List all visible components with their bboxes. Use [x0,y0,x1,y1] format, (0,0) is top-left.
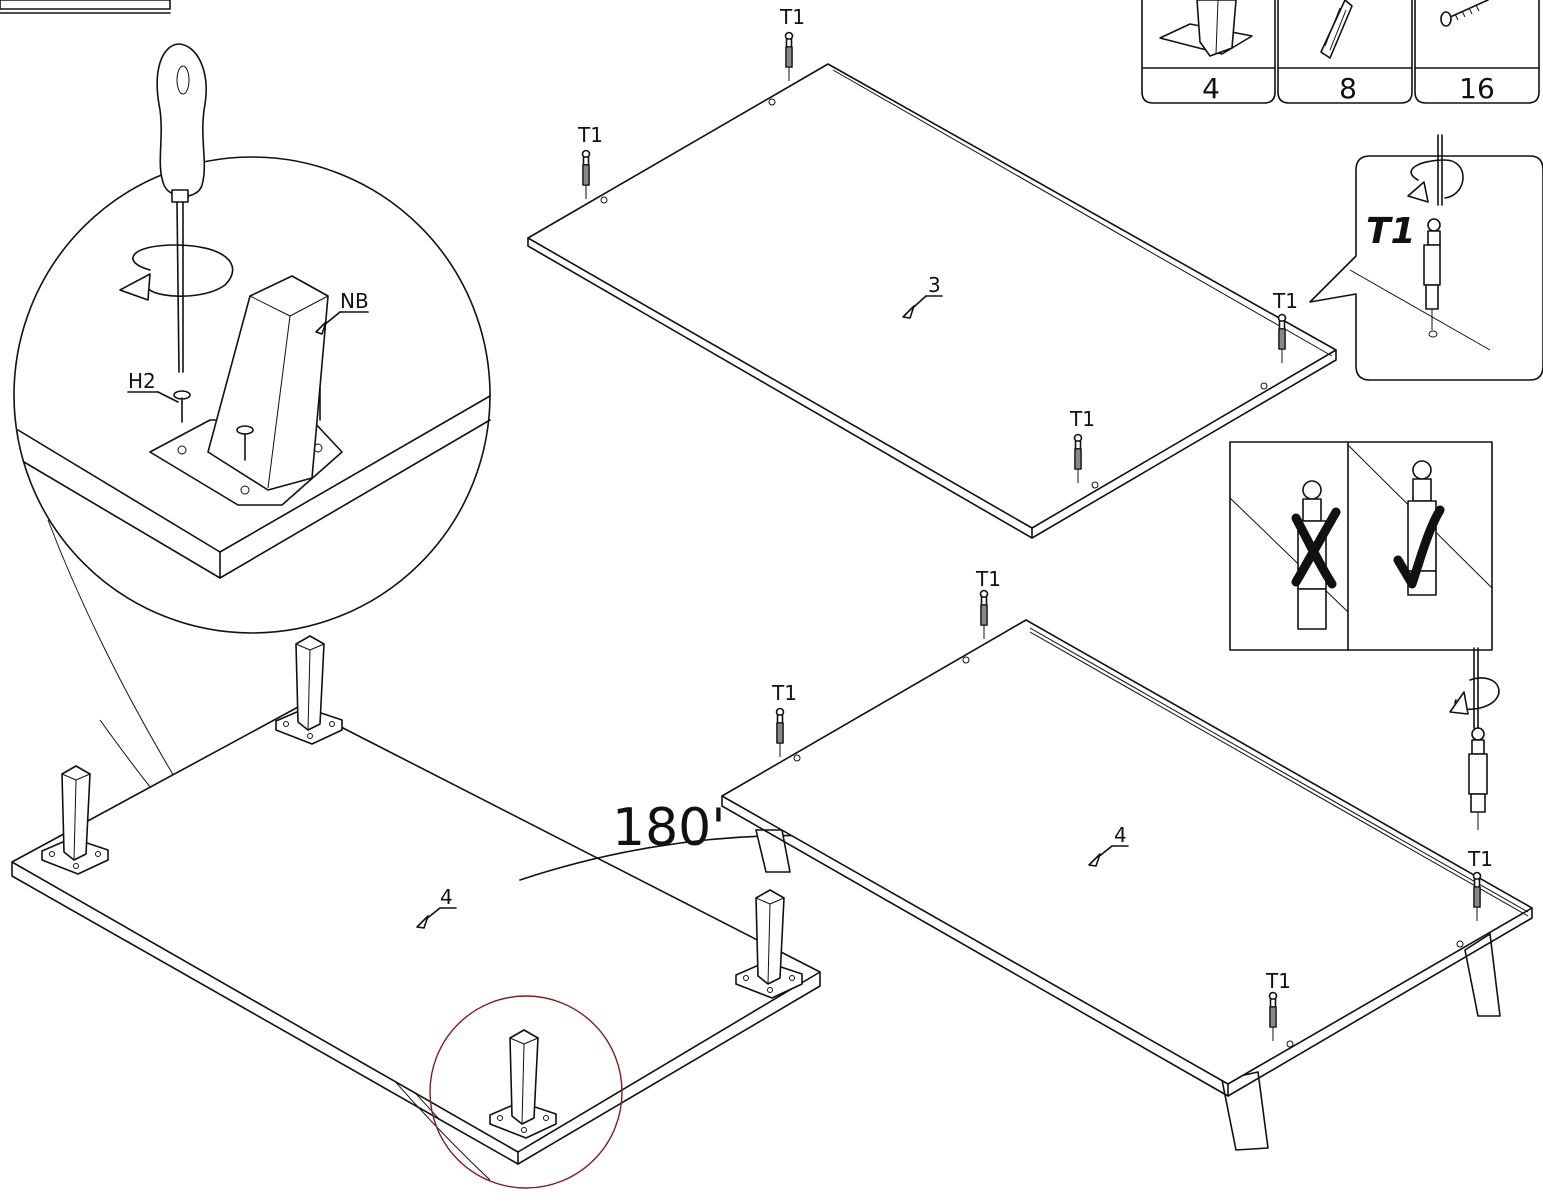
label-panel-4-right: 4 [1088,823,1129,867]
leg-icon [1159,0,1253,57]
parts-legend: 4 8 16 [1141,0,1540,105]
callout-nb: NB [315,289,369,335]
parts-legend-cell-3: 16 [1414,0,1540,105]
cross-icon [1291,507,1341,589]
callout-h2: H2 [127,369,179,403]
screw-icon [236,425,254,461]
detail-highlight-circle [429,995,623,1189]
parts-legend-qty-1: 4 [1202,72,1220,105]
panel-4-legs-up: 4 [11,635,821,1165]
t1-label: T1 [1069,407,1095,431]
dowel-comparison-box [1229,441,1493,651]
panel-4-number: 4 [1114,823,1127,847]
panel-3: 3 T1 T1 T1 T1 [527,5,1337,539]
parts-legend-cell-2: 8 [1277,0,1413,105]
rotation-label: 180' [612,798,726,858]
detail-panel [17,395,491,579]
rotation-arrow: 180' [519,798,1059,889]
t1-label: T1 [779,5,805,29]
t1-label: T1 [771,681,797,705]
checkmark-icon [1393,505,1445,589]
parts-legend-cell-1: 4 [1141,0,1276,105]
screw-icon [1440,0,1489,27]
dowel-correct [1393,460,1445,596]
cam-dowel-icon [1423,218,1441,338]
screw-in-arrow [1449,647,1500,830]
header-bar-fragment [0,0,171,14]
label-h2: H2 [128,369,156,393]
dowel-wrong [1291,480,1341,630]
t1-label: T1 [577,123,603,147]
t1-label: T1 [1272,289,1298,313]
panel-4-legs-down: T1 T1 T1 T1 4 [721,567,1533,1151]
cam-dowel-icon [1468,727,1488,830]
detail-leg [149,275,343,506]
parts-legend-qty-2: 8 [1339,72,1357,105]
detail-magnifier: NB H2 [13,43,491,634]
t1-label: T1 [1265,969,1291,993]
parts-legend-qty-3: 16 [1459,72,1495,105]
screwdriver-icon [156,43,207,423]
panel-4-number: 4 [440,885,453,909]
t1-detail-inset: T1 [1309,134,1543,381]
cam-dowel-icon [1320,0,1353,59]
rotate-arrow-icon [119,244,234,301]
t1-detail-label: T1 [1366,211,1416,252]
panel-3-number: 3 [928,273,941,297]
t1-label: T1 [1467,847,1493,871]
label-panel-4-left: 4 [416,885,457,929]
t1-label: T1 [975,567,1001,591]
label-nb: NB [340,289,369,313]
label-panel-3: 3 [902,273,943,319]
